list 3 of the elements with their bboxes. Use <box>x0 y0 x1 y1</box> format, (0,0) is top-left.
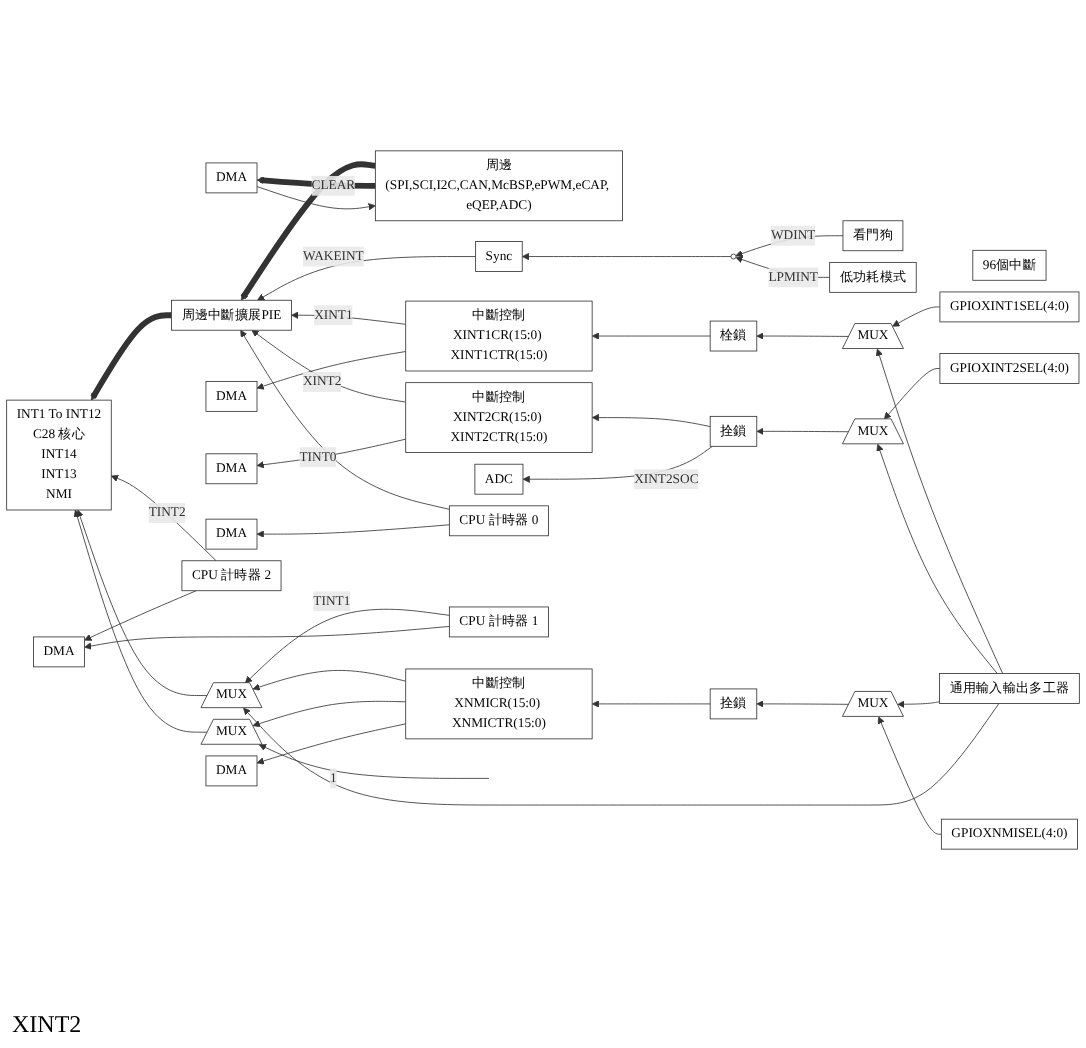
node-gate <box>730 253 737 260</box>
signal-label: XINT2 <box>12 1010 82 1040</box>
arrow <box>90 312 172 401</box>
